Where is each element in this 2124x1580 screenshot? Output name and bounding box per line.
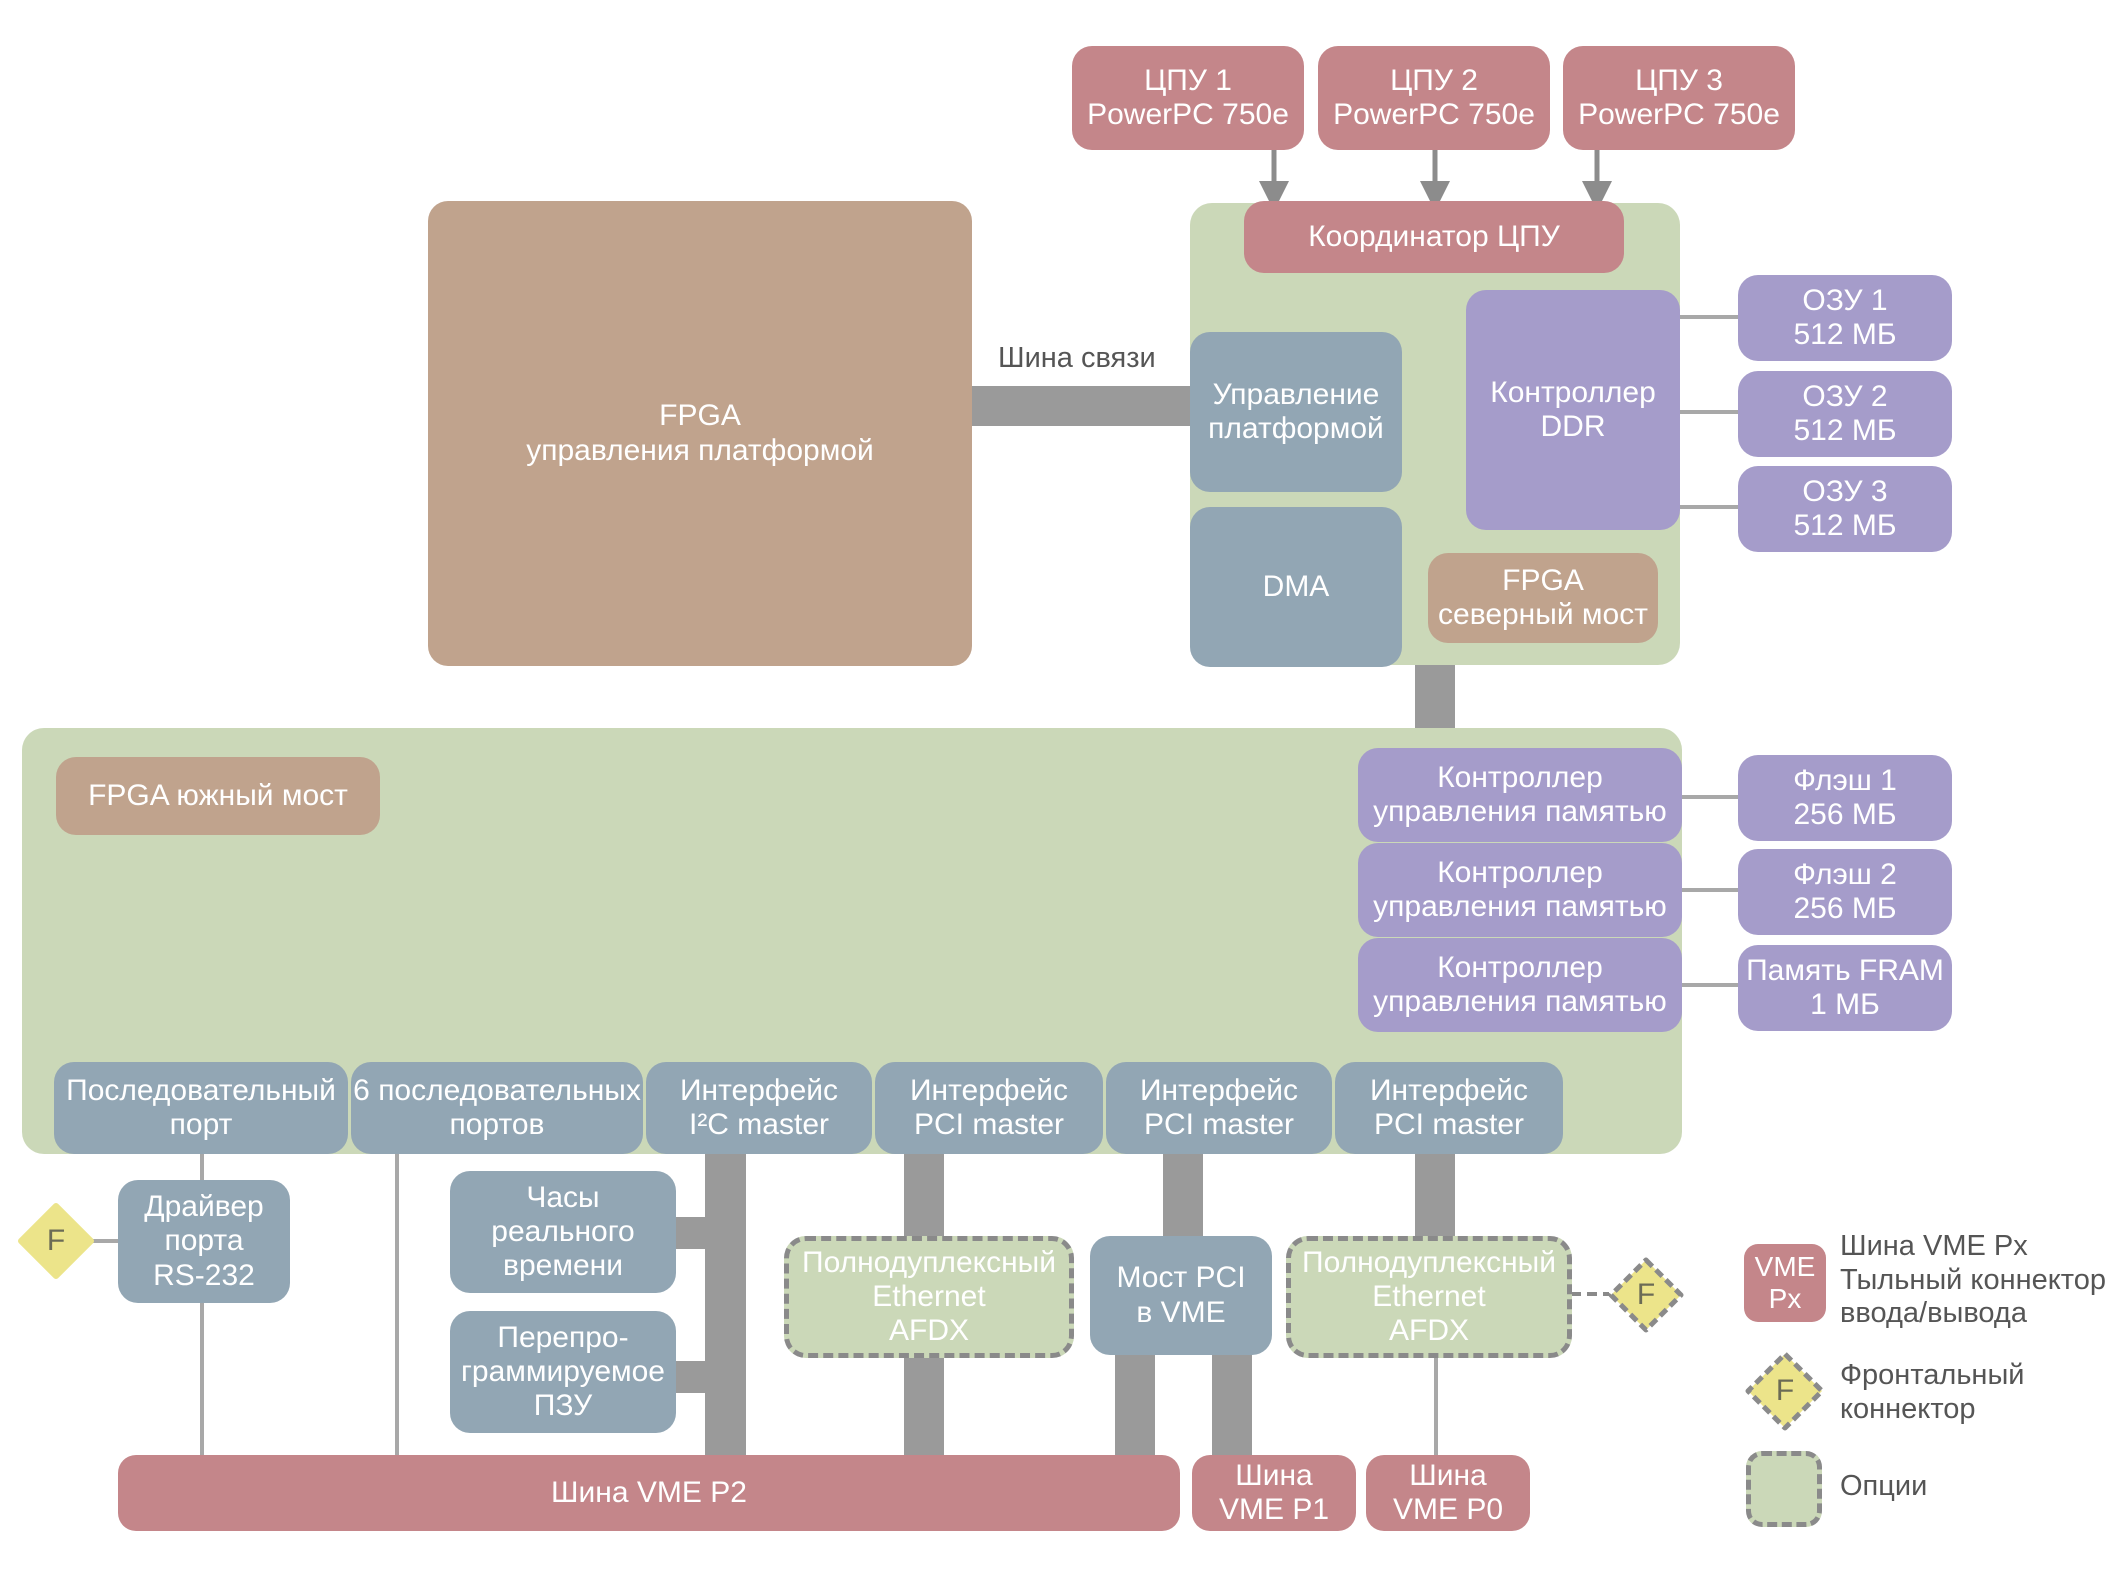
diamond-icon [18, 1203, 94, 1279]
ram-2: ОЗУ 2 512 МБ [1738, 371, 1952, 457]
pci3-link [1415, 1154, 1455, 1236]
legend-options-text: Опции [1840, 1470, 1928, 1502]
vme-p2-bus: Шина VME P2 [118, 1455, 1180, 1531]
fram-memory: Память FRAM 1 МБ [1738, 945, 1952, 1031]
thin-links [92, 315, 1738, 1458]
afdx-ethernet-1: Полнодуплексный Ethernet AFDX [784, 1236, 1074, 1358]
dma-block: DMA [1190, 507, 1402, 667]
thick-links [676, 386, 1455, 1458]
front-connector-mark: F [46, 1224, 66, 1257]
ram-3: ОЗУ 3 512 МБ [1738, 466, 1952, 552]
front-connector-afdx: F [1607, 1256, 1685, 1334]
pci-vme-bridge: Мост PCI в VME [1090, 1236, 1272, 1355]
rtc-to-i2c [676, 1217, 706, 1249]
south-bridge-fpga: FPGA южный мост [56, 757, 380, 835]
memory-controller-1: Контроллер управления памятью [1358, 748, 1682, 842]
legend-front-mark: F [1775, 1374, 1795, 1407]
flash-2: Флэш 2 256 МБ [1738, 849, 1952, 935]
pci1-link [904, 1154, 944, 1236]
memory-controller-3: Контроллер управления памятью [1358, 938, 1682, 1032]
link-bus-line [970, 386, 1194, 426]
platform-fpga: FPGA управления платформой [428, 201, 972, 666]
rs232-driver: Драйвер порта RS-232 [118, 1180, 290, 1303]
legend-front-swatch: F [1744, 1350, 1826, 1432]
platform-control: Управление платформой [1190, 332, 1402, 492]
i2c-bus-line [705, 1154, 746, 1458]
serial-port: Последовательный порт [54, 1062, 348, 1154]
dashed-diamond-icon [1608, 1257, 1684, 1333]
six-serial-ports: 6 последовательных портов [351, 1062, 643, 1154]
pci-interface-1: Интерфейс PCI master [875, 1062, 1103, 1154]
memory-controller-2: Контроллер управления памятью [1358, 843, 1682, 937]
afdx1-to-p2 [904, 1355, 944, 1458]
vme-p0-bus: Шина VME P0 [1366, 1455, 1530, 1531]
i2c-interface: Интерфейс I²C master [646, 1062, 872, 1154]
cpu-coordinator: Координатор ЦПУ [1244, 201, 1624, 273]
eeprom: Перепро- граммируемое ПЗУ [450, 1311, 676, 1433]
dashed-diamond-icon [1745, 1351, 1825, 1431]
cpu-2: ЦПУ 2 PowerPC 750e [1318, 46, 1550, 150]
bridge-to-p1 [1212, 1355, 1252, 1458]
cpu-3: ЦПУ 3 PowerPC 750e [1563, 46, 1795, 150]
real-time-clock: Часы реального времени [450, 1171, 676, 1293]
legend-vme-swatch: VME Px [1744, 1244, 1826, 1322]
pci2-link [1163, 1154, 1203, 1236]
ddr-controller: Контроллер DDR [1466, 290, 1680, 530]
legend-front-text: Фронтальный коннектор [1840, 1359, 2025, 1425]
north-bridge-fpga: FPGA северный мост [1428, 553, 1658, 643]
bridge-to-p2 [1115, 1355, 1155, 1458]
eeprom-to-i2c [676, 1361, 706, 1393]
front-connector-mark: F [1636, 1278, 1656, 1311]
legend-options-swatch [1746, 1451, 1822, 1527]
pci-interface-2: Интерфейс PCI master [1106, 1062, 1332, 1154]
cpu-arrows [1259, 150, 1612, 211]
cpu-1: ЦПУ 1 PowerPC 750e [1072, 46, 1304, 150]
pci-interface-3: Интерфейс PCI master [1335, 1062, 1563, 1154]
north-south-link [1415, 665, 1455, 731]
afdx-ethernet-2: Полнодуплексный Ethernet AFDX [1286, 1236, 1572, 1358]
flash-1: Флэш 1 256 МБ [1738, 755, 1952, 841]
legend-vme-text: Шина VME Px Тыльный коннектор ввода/выво… [1840, 1230, 2106, 1330]
vme-p1-bus: Шина VME P1 [1192, 1455, 1356, 1531]
link-bus-label: Шина связи [998, 342, 1156, 374]
front-connector-rs232: F [18, 1203, 94, 1279]
ram-1: ОЗУ 1 512 МБ [1738, 275, 1952, 361]
